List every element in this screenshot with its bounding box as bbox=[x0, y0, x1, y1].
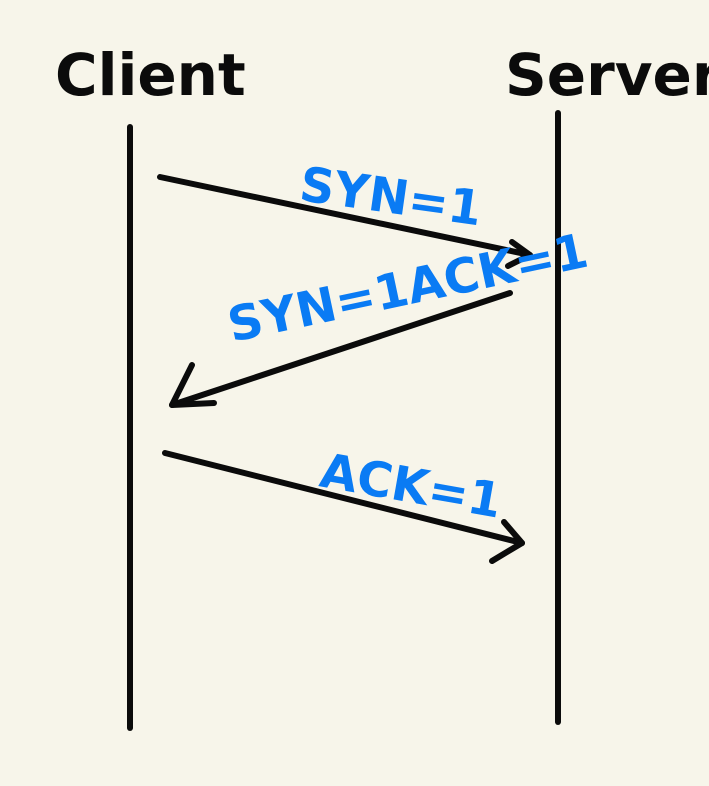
message-arrow-3 bbox=[162, 450, 525, 546]
message-arrow-2 bbox=[169, 290, 513, 408]
message-arrow-1 bbox=[157, 174, 533, 258]
arrowhead-3 bbox=[489, 519, 525, 564]
arrowhead-2 bbox=[169, 362, 217, 408]
arrowhead-1 bbox=[505, 239, 533, 269]
server-label: Server bbox=[505, 41, 709, 109]
message-label-2: SYN=1ACK=1 bbox=[223, 223, 593, 354]
client-label: Client bbox=[55, 41, 246, 109]
